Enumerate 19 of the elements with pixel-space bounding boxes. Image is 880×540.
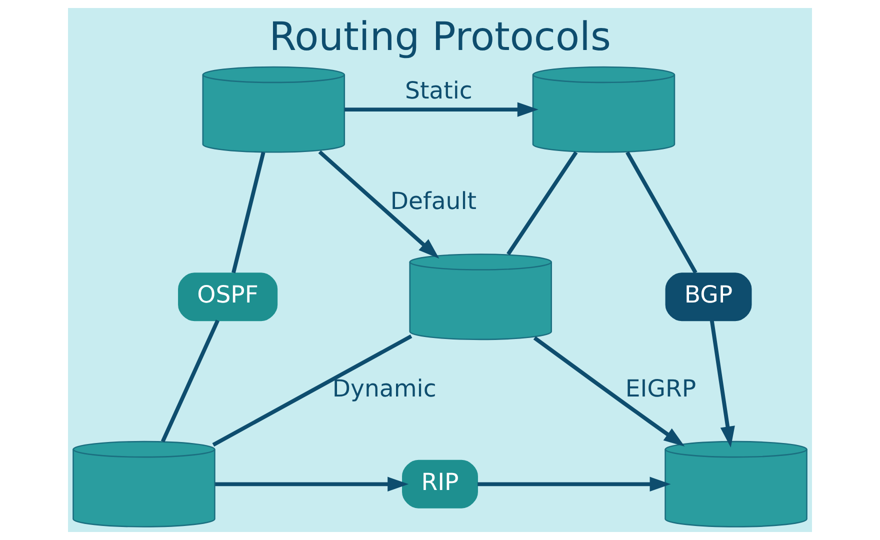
node-box: RIP: [402, 460, 478, 508]
connector: [160, 320, 220, 442]
edge-label: Default: [390, 186, 476, 215]
arrow: [478, 476, 671, 492]
arrow: [344, 102, 538, 117]
connector: [212, 334, 412, 447]
connector: [626, 151, 698, 274]
arrow: [710, 320, 735, 448]
diagram-title: Routing Protocols: [269, 14, 611, 60]
edge-label: Dynamic: [332, 374, 436, 402]
arrow: [215, 476, 409, 492]
node-box: OSPF: [178, 272, 278, 322]
connector: [506, 151, 578, 256]
arrow: [318, 150, 440, 259]
edge-label: EIGRP: [625, 374, 696, 402]
node-box: BGP: [665, 272, 752, 322]
edge-label: Static: [405, 76, 472, 104]
arrow: [533, 336, 685, 447]
connector: [232, 152, 266, 274]
